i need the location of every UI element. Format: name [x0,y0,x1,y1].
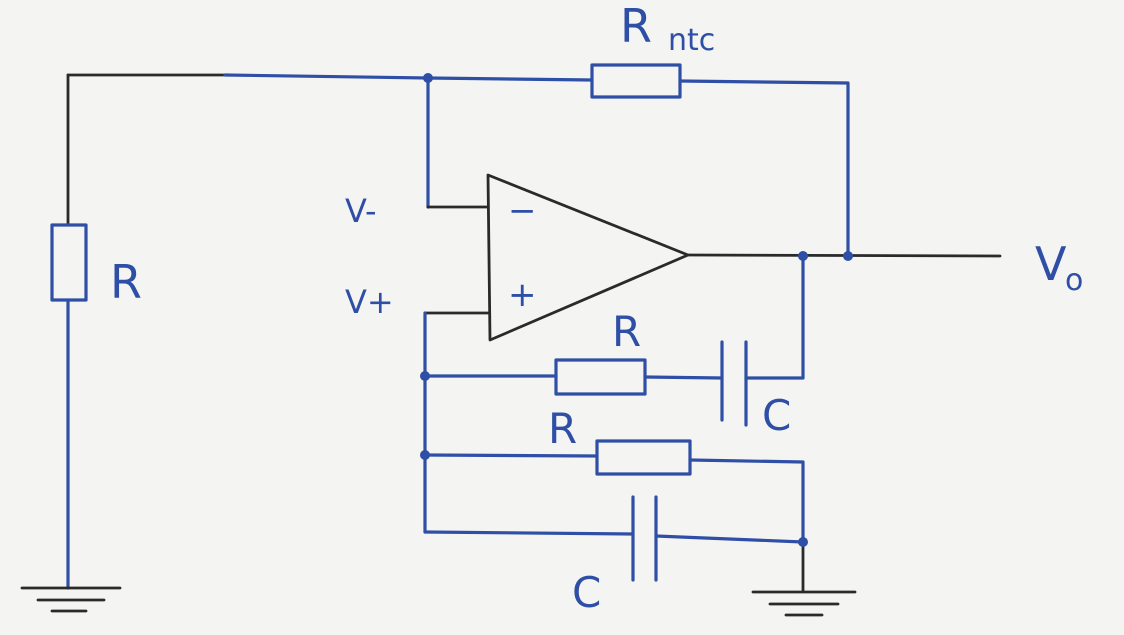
junction-dot [420,371,430,381]
junction-dot [843,251,853,261]
label-v-out-subscript: o [1065,263,1083,298]
resistor-r-ntc [590,63,682,99]
label-v-out: V [1035,237,1067,291]
label-c-parallel: C [572,568,601,617]
junction-dot [423,73,433,83]
non-inverting-input-wire [423,311,490,534]
label-r-parallel: R [548,404,577,453]
resistor-r-series [554,358,647,396]
ground-symbol-left [20,586,122,613]
label-v-plus: V+ [345,283,394,321]
opamp-plus-sign: + [508,275,537,315]
junction-dot [798,537,808,547]
resistor-r-parallel [595,439,692,476]
opamp-triangle [486,173,690,342]
label-r-ntc-subscript: ntc [668,23,715,58]
ground-symbol-right [751,540,857,617]
junction-dot [420,450,430,460]
inverting-input-wire [426,76,490,209]
series-rc-branch [423,254,805,427]
opamp-minus-sign: − [508,191,537,231]
parallel-c-branch [423,495,805,582]
label-r-series: R [612,307,641,356]
label-v-minus: V- [345,192,377,230]
parallel-r-branch [423,453,805,544]
resistor-r-ground [50,223,88,302]
top-wire [66,73,850,258]
label-c-series: C [762,391,791,440]
junction-dot [798,251,808,261]
label-r-ground: R [110,255,142,309]
label-r-ntc: R [620,0,652,53]
